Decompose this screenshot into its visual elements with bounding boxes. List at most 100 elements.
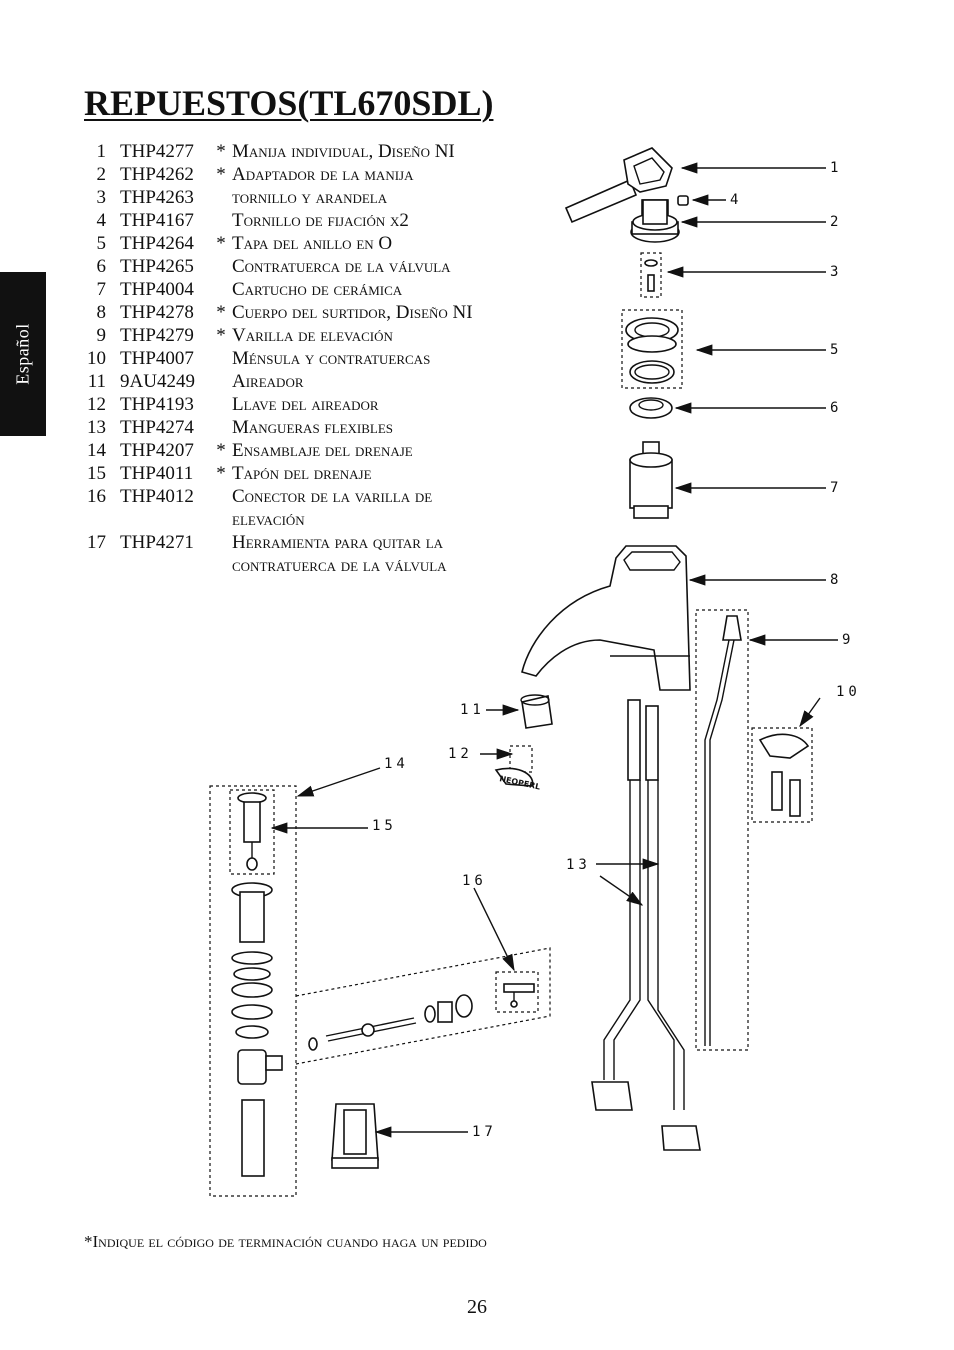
- callout-8: 8: [830, 572, 842, 588]
- lift-rod-part: [695, 609, 749, 1051]
- finish-code-marker: *: [216, 463, 226, 484]
- part-code: THP4262: [120, 164, 194, 185]
- callout-3: 3: [830, 264, 842, 280]
- leader-14: [296, 767, 381, 797]
- part-number: 2: [96, 164, 107, 185]
- part-description-line: contratuerca de la válvula: [232, 555, 447, 576]
- callout-10: 10: [836, 684, 861, 700]
- part-number: 12: [87, 394, 106, 415]
- aerator-part: [520, 694, 553, 729]
- part-description: Mangueras flexibles: [232, 416, 518, 439]
- page-title: REPUESTOS(TL670SDL): [84, 83, 494, 123]
- callout-7: 7: [830, 480, 842, 496]
- part-row: 7 THP4004 Cartucho de cerámica: [78, 278, 518, 301]
- part-description-line: Tapa del anillo en O: [232, 233, 393, 254]
- part-code: THP4263: [120, 187, 194, 208]
- part-number: 1: [96, 141, 107, 162]
- part-number: 14: [87, 440, 106, 461]
- part-description: Cartucho de cerámica: [232, 278, 518, 301]
- part-code: THP4004: [120, 279, 194, 300]
- callout-16: 16: [462, 873, 487, 889]
- part-description-line: Varilla de elevación: [232, 325, 393, 346]
- part-description-line: Cartucho de cerámica: [232, 279, 403, 300]
- drain-assembly-part: [209, 785, 551, 1197]
- part-row: 6 THP4265 Contratuerca de la válvula: [78, 255, 518, 278]
- callout-12: 12: [448, 746, 473, 762]
- part-code: THP4207: [120, 440, 194, 461]
- part-description: Adaptador de la manija: [232, 163, 518, 186]
- callout-17: 17: [472, 1124, 497, 1140]
- part-description-line: Adaptador de la manija: [232, 164, 414, 185]
- callout-5: 5: [830, 342, 842, 358]
- leader-13b: [599, 875, 644, 906]
- part-number: 17: [87, 532, 106, 553]
- part-code: THP4271: [120, 532, 194, 553]
- finish-code-marker: *: [216, 325, 226, 346]
- part-description-line: tornillo y arandela: [232, 187, 388, 208]
- callout-14: 14: [384, 756, 409, 772]
- part-description: Varilla de elevación: [232, 324, 518, 347]
- part-code: THP4274: [120, 417, 194, 438]
- part-code: 9AU4249: [120, 371, 195, 392]
- part-number: 6: [96, 256, 107, 277]
- part-code: THP4265: [120, 256, 194, 277]
- part-number: 5: [96, 233, 107, 254]
- valve-lock-nut-part: [629, 397, 673, 419]
- part-code: THP4279: [120, 325, 194, 346]
- part-description-line: Cuerpo del surtidor, Diseño NI: [232, 302, 473, 323]
- part-code: THP4167: [120, 210, 194, 231]
- set-screw-part: [677, 195, 689, 206]
- part-description: Contratuerca de la válvula: [232, 255, 518, 278]
- o-ring-cap-part: [621, 309, 683, 389]
- part-description: Tapa del anillo en O: [232, 232, 518, 255]
- part-row: 13 THP4274 Mangueras flexibles: [78, 416, 518, 439]
- ceramic-cartridge-part: [629, 441, 673, 519]
- part-number: 4: [96, 210, 107, 231]
- order-footnote: *Indique el código de terminación cuando…: [84, 1232, 487, 1251]
- screw-washer-part: [640, 252, 662, 298]
- part-code: THP4193: [120, 394, 194, 415]
- part-description-line: Ménsula y contratuercas: [232, 348, 431, 369]
- callout-1: 1: [830, 160, 842, 176]
- spout-body-part: [521, 545, 691, 691]
- part-description: Tapón del drenaje: [232, 462, 518, 485]
- part-description-line: Tornillo de fijación x2: [232, 210, 409, 231]
- part-code: THP4011: [120, 463, 194, 484]
- part-code: THP4278: [120, 302, 194, 323]
- part-description: Tornillo de fijación x2: [232, 209, 518, 232]
- callout-11: 11: [460, 702, 485, 718]
- finish-code-marker: *: [216, 164, 226, 185]
- part-description: Cuerpo del surtidor, Diseño NI: [232, 301, 518, 324]
- finish-code-marker: *: [216, 141, 226, 162]
- leader-10: [799, 697, 821, 728]
- callout-9: 9: [842, 632, 854, 648]
- flexible-hoses-part: [591, 699, 701, 1151]
- finish-code-marker: *: [216, 440, 226, 461]
- lock-nut-tool-part: [331, 1103, 379, 1169]
- finish-code-marker: *: [216, 233, 226, 254]
- part-description-line: Contratuerca de la válvula: [232, 256, 451, 277]
- handle-adapter-part: [630, 199, 680, 243]
- drain-stopper-part: [229, 789, 275, 875]
- page-number: 26: [467, 1296, 487, 1318]
- part-number: 13: [87, 417, 106, 438]
- part-code: THP4007: [120, 348, 194, 369]
- part-number: 7: [96, 279, 107, 300]
- callout-4: 4: [730, 192, 742, 208]
- part-number: 11: [87, 371, 106, 392]
- part-description: tornillo y arandela: [232, 186, 518, 209]
- aerator-key-part: NEOPERL: [494, 745, 541, 792]
